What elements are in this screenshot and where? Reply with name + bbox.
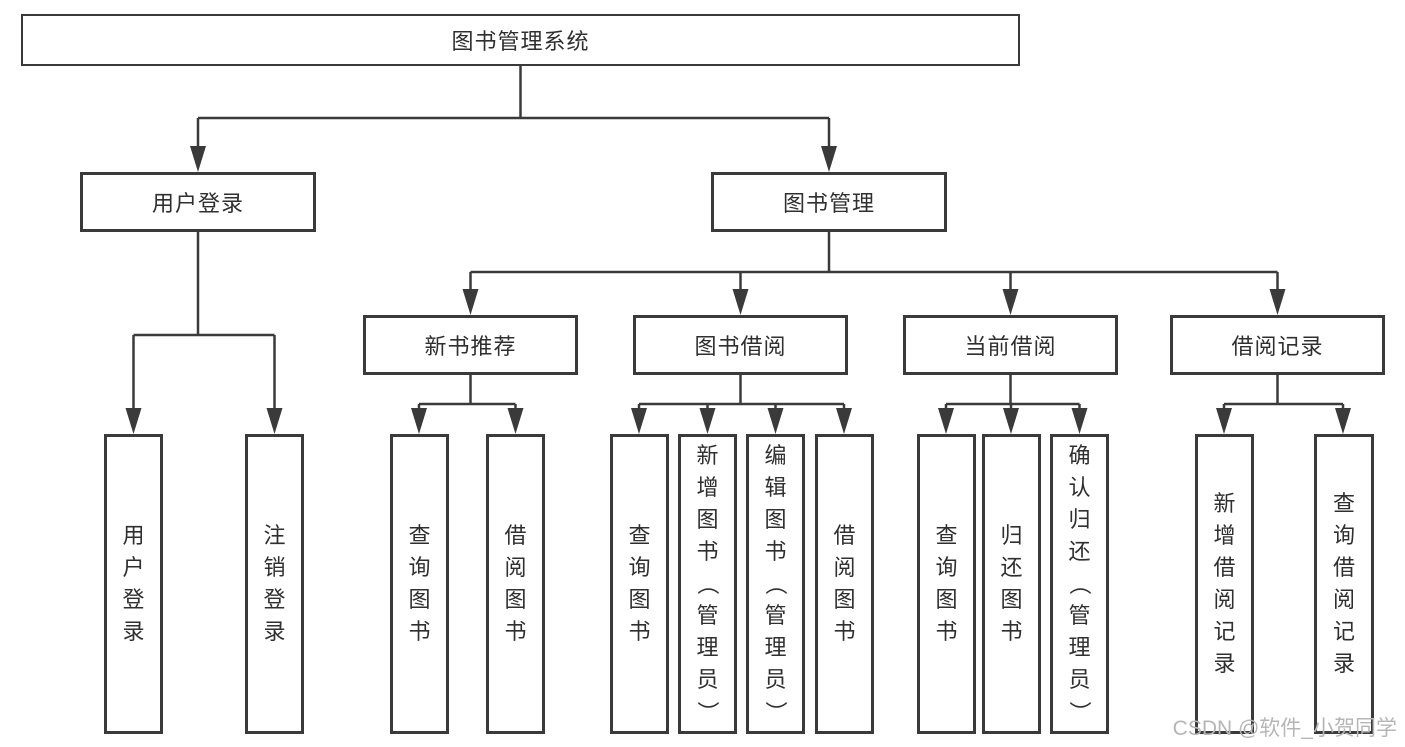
leaf-logout-label: 注销登录 (263, 523, 286, 644)
leaf-logout: 注销登录 (245, 434, 304, 734)
leaf-add-book-admin-label: 新增图书（管理员） (695, 443, 721, 724)
leaf-add-borrow-record-label: 新增借阅记录 (1213, 491, 1236, 676)
node-borrowing-records: 借阅记录 (1170, 315, 1385, 375)
leaf-query-books-borrow: 查询图书 (610, 434, 669, 734)
leaf-query-borrow-record-label: 查询借阅记录 (1332, 491, 1355, 676)
leaf-edit-book-admin-label: 编辑图书（管理员） (763, 443, 789, 724)
leaf-borrow-books-recommend: 借阅图书 (486, 434, 545, 734)
leaf-query-books-borrow-label: 查询图书 (628, 523, 651, 644)
leaf-borrow-books-label: 借阅图书 (833, 523, 856, 644)
leaf-edit-book-admin: 编辑图书（管理员） (746, 434, 805, 734)
leaf-query-books-recommend: 查询图书 (390, 434, 449, 734)
leaf-add-borrow-record: 新增借阅记录 (1195, 434, 1254, 734)
leaf-confirm-return-admin-label: 确认归还（管理员） (1067, 443, 1093, 724)
node-borrowing-records-label: 借阅记录 (1231, 334, 1324, 359)
watermark: CSDN @软件_小贺同学 (1172, 717, 1397, 740)
leaf-borrow-books: 借阅图书 (815, 434, 874, 734)
leaf-query-books-current-label: 查询图书 (935, 523, 958, 644)
node-current-borrowing: 当前借阅 (903, 315, 1118, 375)
node-book-borrowing: 图书借阅 (633, 315, 848, 375)
node-book-borrowing-label: 图书借阅 (694, 334, 787, 359)
leaf-add-book-admin: 新增图书（管理员） (678, 434, 737, 734)
node-user-login-label: 用户登录 (151, 191, 244, 216)
leaf-return-books: 归还图书 (982, 434, 1041, 734)
leaf-user-login-label: 用户登录 (122, 523, 145, 644)
node-new-book-recommend: 新书推荐 (363, 315, 578, 375)
leaf-return-books-label: 归还图书 (1000, 523, 1023, 644)
leaf-query-borrow-record: 查询借阅记录 (1314, 434, 1374, 734)
node-current-borrowing-label: 当前借阅 (964, 334, 1057, 359)
leaf-borrow-books-recommend-label: 借阅图书 (504, 523, 527, 644)
leaf-query-books-current: 查询图书 (917, 434, 976, 734)
leaf-confirm-return-admin: 确认归还（管理员） (1050, 434, 1109, 734)
node-book-management-label: 图书管理 (782, 191, 875, 216)
node-new-book-recommend-label: 新书推荐 (424, 334, 517, 359)
leaf-query-books-recommend-label: 查询图书 (408, 523, 431, 644)
node-user-login: 用户登录 (80, 172, 316, 232)
leaf-user-login: 用户登录 (104, 434, 163, 734)
node-book-management: 图书管理 (711, 172, 947, 232)
node-root: 图书管理系统 (21, 14, 1020, 66)
node-root-label: 图书管理系统 (451, 29, 590, 54)
